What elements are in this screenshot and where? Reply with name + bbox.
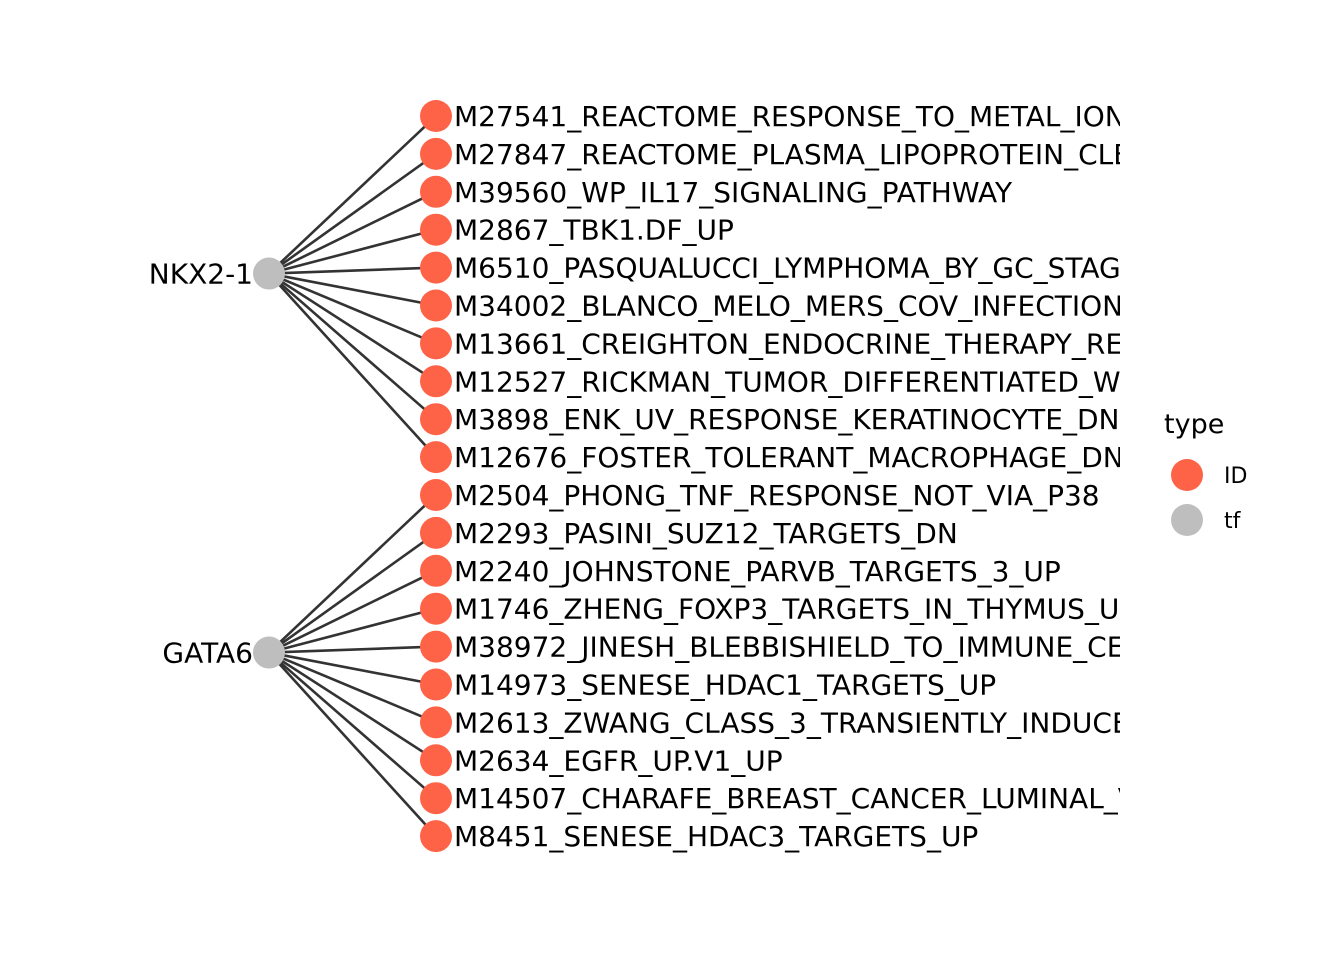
id-node-label: M2613_ZWANG_CLASS_3_TRANSIENTLY_INDUCED_…: [454, 706, 1269, 739]
edge: [268, 272, 437, 383]
id-node: [420, 516, 452, 549]
id-node: [420, 289, 452, 322]
edge: [268, 272, 437, 307]
id-node: [420, 365, 452, 398]
legend-label-id: ID: [1224, 464, 1247, 489]
edge: [268, 569, 437, 654]
id-node-label: M27541_REACTOME_RESPONSE_TO_METAL_IONS: [454, 100, 1144, 133]
edges-layer: [268, 115, 437, 837]
id-node-label: M39560_WP_IL17_SIGNALING_PATHWAY: [454, 176, 1013, 209]
edge: [268, 607, 437, 654]
id-node-label: M38972_JINESH_BLEBBISHIELD_TO_IMMUNE_CEL…: [454, 631, 1327, 664]
id-node: [420, 630, 452, 663]
id-node: [420, 403, 452, 436]
id-node: [420, 175, 452, 208]
edge: [268, 190, 437, 275]
edge: [268, 651, 437, 762]
id-node: [420, 213, 452, 246]
id-node-label: M8451_SENESE_HDAC3_TARGETS_UP: [454, 820, 978, 853]
legend-label-tf: tf: [1224, 509, 1242, 534]
id-node: [420, 479, 452, 511]
labels-layer: M27541_REACTOME_RESPONSE_TO_METAL_IONS M2…: [454, 100, 1344, 853]
id-node-label: M12676_FOSTER_TOLERANT_MACROPHAGE_DN: [454, 441, 1124, 474]
id-node: [420, 744, 452, 777]
edge: [268, 651, 437, 837]
id-node-label: M2504_PHONG_TNF_RESPONSE_NOT_VIA_P38: [454, 479, 1100, 512]
id-node-label: M2634_EGFR_UP.V1_UP: [454, 744, 783, 777]
edge: [268, 152, 437, 275]
id-node-label: M3898_ENK_UV_RESPONSE_KERATINOCYTE_DN: [454, 403, 1119, 436]
edge: [268, 266, 437, 275]
legend-swatch-id: [1171, 459, 1203, 491]
id-node: [420, 820, 452, 853]
edge: [268, 272, 437, 421]
edge: [268, 228, 437, 275]
id-node: [420, 441, 452, 474]
id-node: [420, 668, 452, 701]
edge: [268, 272, 437, 345]
id-node: [420, 706, 452, 739]
edge: [268, 651, 437, 800]
legend-title: type: [1164, 409, 1224, 440]
id-node: [420, 100, 452, 132]
id-node-label: M2867_TBK1.DF_UP: [454, 214, 734, 247]
edge: [268, 645, 437, 654]
id-node: [420, 592, 452, 625]
edge: [268, 494, 437, 654]
tf-node-label: GATA6: [162, 637, 253, 670]
id-node-label: M2293_PASINI_SUZ12_TARGETS_DN: [454, 517, 958, 550]
id-node-label: M27847_REACTOME_PLASMA_LIPOPROTEIN_CLEAR…: [454, 138, 1246, 171]
id-node-label: M12527_RICKMAN_TUMOR_DIFFERENTIATED_WELL…: [454, 365, 1344, 398]
id-node-label: M14507_CHARAFE_BREAST_CANCER_LUMINAL_VS_…: [454, 782, 1344, 815]
id-node: [420, 251, 452, 284]
legend-swatch-tf: [1171, 504, 1203, 536]
id-node: [420, 327, 452, 360]
id-node-label: M14973_SENESE_HDAC1_TARGETS_UP: [454, 669, 996, 702]
id-node-label: M34002_BLANCO_MELO_MERS_COV_INFECTION_MC…: [454, 290, 1344, 323]
edge: [268, 651, 437, 686]
edge: [268, 272, 437, 458]
tf-node: [253, 636, 285, 669]
edge: [268, 531, 437, 654]
legend: type ID tf: [1164, 409, 1247, 536]
tf-node: [253, 257, 285, 290]
edge: [268, 115, 437, 275]
id-node: [420, 137, 452, 170]
id-node-label: M1746_ZHENG_FOXP3_TARGETS_IN_THYMUS_UP: [454, 593, 1136, 626]
id-node-label: M2240_JOHNSTONE_PARVB_TARGETS_3_UP: [454, 555, 1061, 588]
edge: [268, 651, 437, 724]
tf-node-label: NKX2-1: [149, 258, 253, 291]
id-node-label: M13661_CREIGHTON_ENDOCRINE_THERAPY_RESIS…: [454, 327, 1291, 360]
id-node: [420, 554, 452, 587]
id-node-label: M6510_PASQUALUCCI_LYMPHOMA_BY_GC_STAGE_U…: [454, 252, 1190, 285]
id-node: [420, 782, 452, 815]
